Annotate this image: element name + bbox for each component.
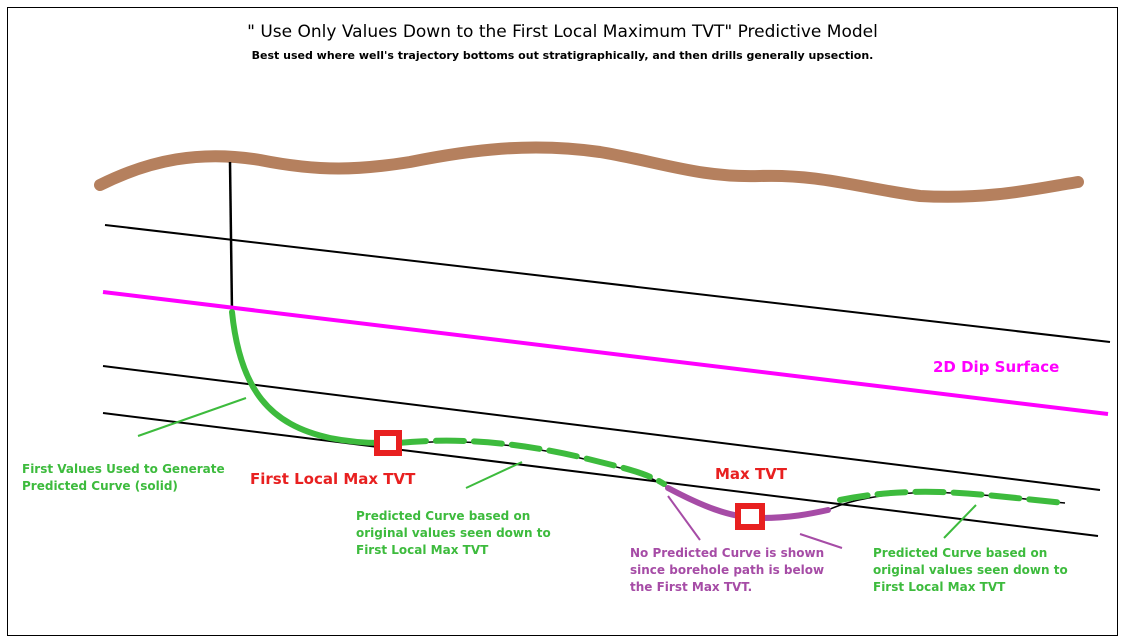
predicted-left-line-3: First Local Max TVT [356,543,489,557]
max-tvt-label: Max TVT [715,465,788,483]
dip-surface-label: 2D Dip Surface [933,358,1060,376]
no-predicted-line-2: since borehole path is below [630,563,825,577]
predicted-right-line-1: Predicted Curve based on [873,546,1048,560]
predicted-curve-initial [229,309,386,446]
pointer-first-values [137,397,247,437]
pointer-predicted-right [943,504,977,539]
first-values-line-2: Predicted Curve (solid) [22,479,178,493]
no-predicted-callout: No Predicted Curve is shown since boreho… [630,545,824,596]
predicted-right-callout: Predicted Curve based on original values… [873,545,1068,596]
predicted-curve-right [837,488,1068,506]
no-predicted-line-3: the First Max TVT. [630,580,753,594]
predicted-right-line-2: original values seen down to [873,563,1068,577]
strata-line-1 [104,224,1111,343]
first-values-callout: First Values Used to Generate Predicted … [22,461,225,495]
vertical-wellbore [228,161,234,313]
first-local-max-marker [374,430,402,456]
diagram-title: " Use Only Values Down to the First Loca… [247,22,878,42]
ground-surface [94,141,1084,203]
predicted-curve-left [395,437,667,487]
pointer-no-predicted-1 [667,495,701,541]
predicted-left-line-1: Predicted Curve based on [356,509,531,523]
pointer-predicted-left [465,461,523,489]
predicted-left-line-2: original values seen down to [356,526,551,540]
strata-line-2 [102,365,1101,491]
diagram-frame [7,7,1118,636]
dip-surface-line [102,290,1109,416]
diagram-subtitle: Best used where well's trajectory bottom… [251,49,874,62]
predicted-right-line-3: First Local Max TVT [873,580,1006,594]
strata-line-3 [102,412,1099,537]
first-local-max-label: First Local Max TVT [250,470,416,488]
no-predicted-line-1: No Predicted Curve is shown [630,546,825,560]
first-values-line-1: First Values Used to Generate [22,462,225,476]
pointer-no-predicted-2 [799,533,843,549]
max-tvt-marker [735,503,765,530]
predicted-left-callout: Predicted Curve based on original values… [356,508,551,559]
